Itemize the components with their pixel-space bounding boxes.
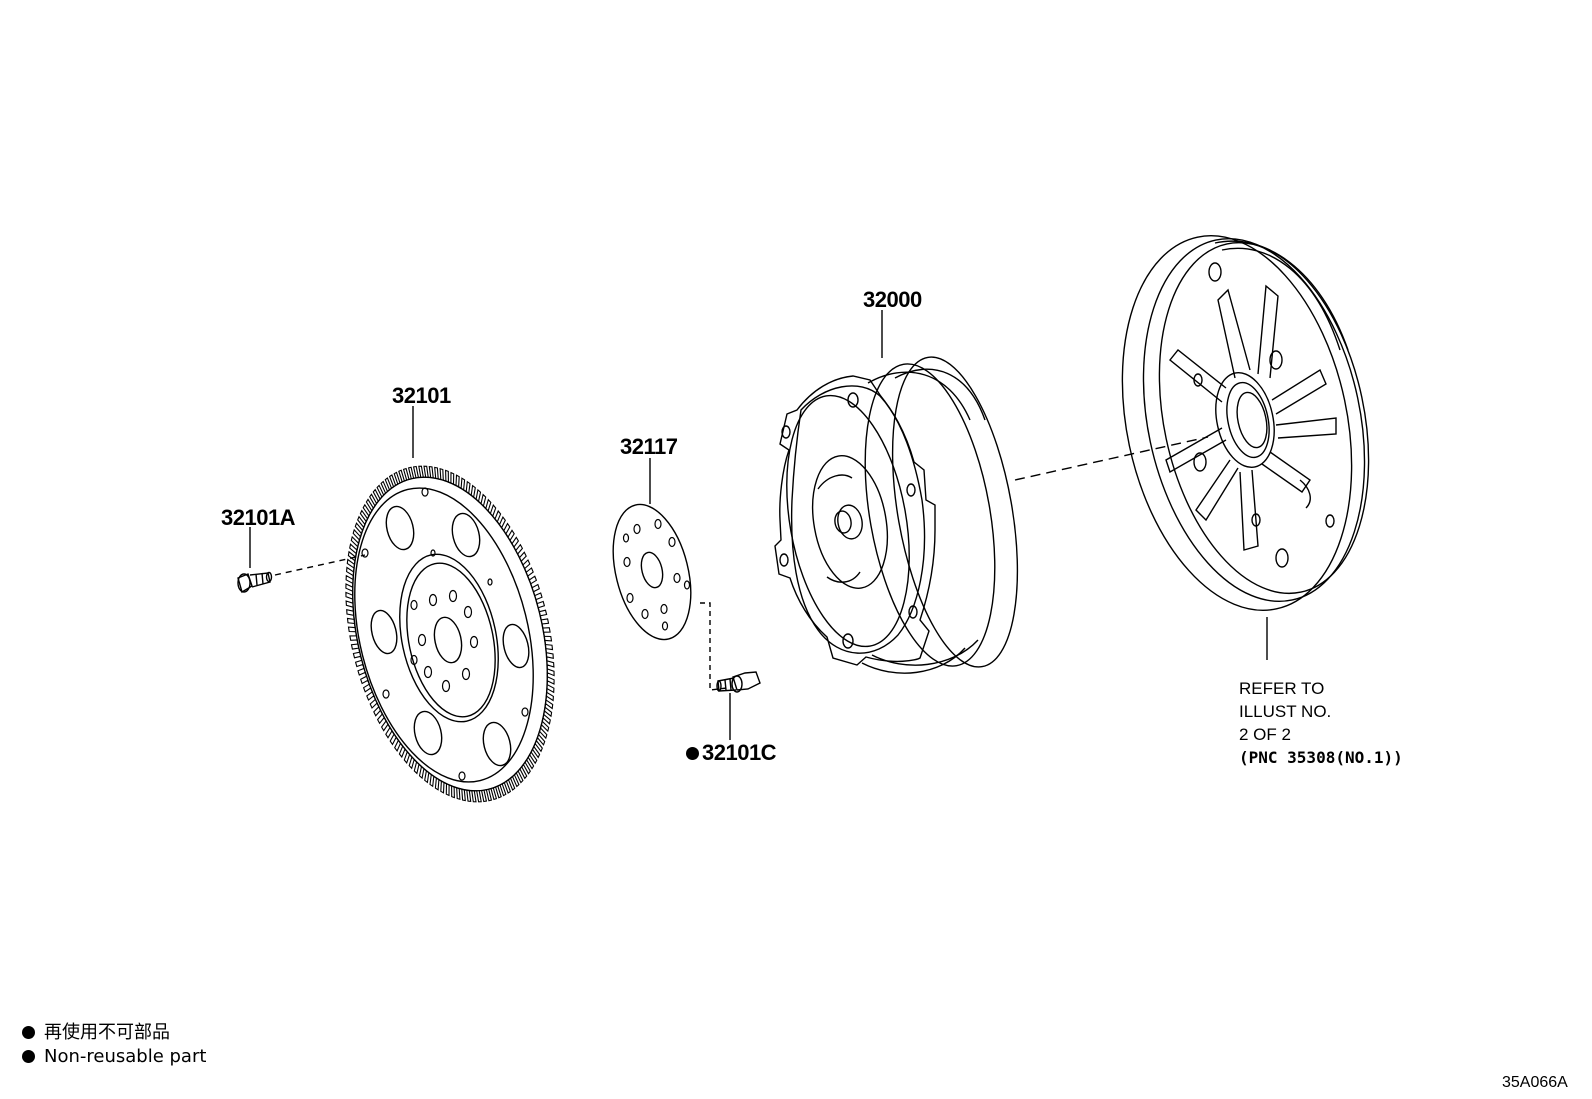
label-torque-converter: 32000	[863, 287, 922, 312]
illustration-code: 35A066A	[1502, 1074, 1568, 1091]
ring-gear-teeth-outline	[346, 466, 554, 802]
label-spacer-bolt: 32101C	[686, 740, 777, 766]
torque-converter-dashed-axis	[1015, 437, 1208, 480]
reference-line-3: 2 OF 2	[1239, 725, 1291, 744]
torque-converter-drawing	[769, 347, 1039, 676]
spacer-drawing	[600, 496, 703, 647]
non-reusable-marker-icon	[686, 746, 699, 760]
legend-japanese-text: 再使用不可部品	[44, 1022, 170, 1043]
label-flywheel-bolt: 32101A	[221, 505, 296, 530]
reference-line-2: ILLUST NO.	[1239, 702, 1332, 721]
bullet-icon	[22, 1049, 35, 1063]
flywheel-drawing	[322, 456, 578, 811]
reference-note: REFER TO ILLUST NO. 2 OF 2 (PNC 35308(NO…	[1239, 677, 1403, 769]
spacer-bolt-dashed-axis	[700, 603, 727, 690]
reference-line-1: REFER TO	[1239, 679, 1325, 698]
spacer-bolt-drawing	[717, 672, 760, 692]
bullet-icon	[22, 1025, 35, 1039]
reference-line-4: (PNC 35308(NO.1))	[1239, 748, 1403, 767]
legend-japanese: 再使用不可部品	[22, 1018, 170, 1044]
legend-english-text: Non-reusable part	[44, 1046, 207, 1067]
flywheel-ring-gear-teeth	[346, 466, 554, 802]
label-spacer: 32117	[620, 434, 678, 459]
label-spacer-bolt-number: 32101C	[702, 740, 777, 765]
flywheel-bolt-drawing	[238, 573, 272, 593]
oil-pump-drawing	[1090, 214, 1399, 631]
flywheel-bolt-dashed-axis	[275, 555, 365, 575]
legend-english: Non-reusable part	[22, 1046, 206, 1067]
label-flywheel: 32101	[392, 383, 451, 408]
